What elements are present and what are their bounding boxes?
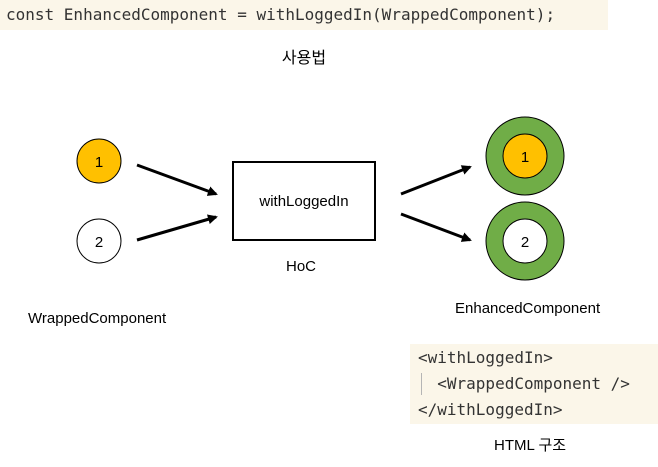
code-line-1: <withLoggedIn> [418,348,553,367]
hoc-box: withLoggedIn [232,161,376,241]
code-usage-text: const EnhancedComponent = withLoggedIn(W… [6,5,556,24]
enhanced-component-caption: EnhancedComponent [455,300,601,317]
code-snippet-usage: const EnhancedComponent = withLoggedIn(W… [0,0,608,30]
code-line-3: </withLoggedIn> [418,400,563,419]
input-node-2: 2 [76,218,122,264]
indent-guide [421,373,422,395]
output-node-2: 2 [485,201,565,281]
output-node-1-label: 1 [521,149,529,166]
html-structure-caption: HTML 구조 [494,437,567,454]
usage-caption: 사용법 [281,50,327,67]
output-node-1: 1 [485,116,565,196]
arrow-hoc-to-output-1 [400,165,472,196]
input-node-2-label: 2 [95,234,103,251]
arrow-hoc-to-output-2 [400,212,472,242]
input-node-1-label: 1 [95,154,103,171]
code-line-2: <WrappedComponent /> [418,374,630,393]
wrapped-component-caption: WrappedComponent [28,310,167,327]
hoc-box-label: withLoggedIn [258,193,348,210]
code-snippet-html-structure: <withLoggedIn> <WrappedComponent /> </wi… [410,344,658,424]
arrow-input-2-to-hoc [136,214,218,242]
input-node-1: 1 [76,138,122,184]
hoc-caption: HoC [286,258,317,275]
arrow-input-1-to-hoc [136,163,218,196]
output-node-2-label: 2 [521,234,529,251]
